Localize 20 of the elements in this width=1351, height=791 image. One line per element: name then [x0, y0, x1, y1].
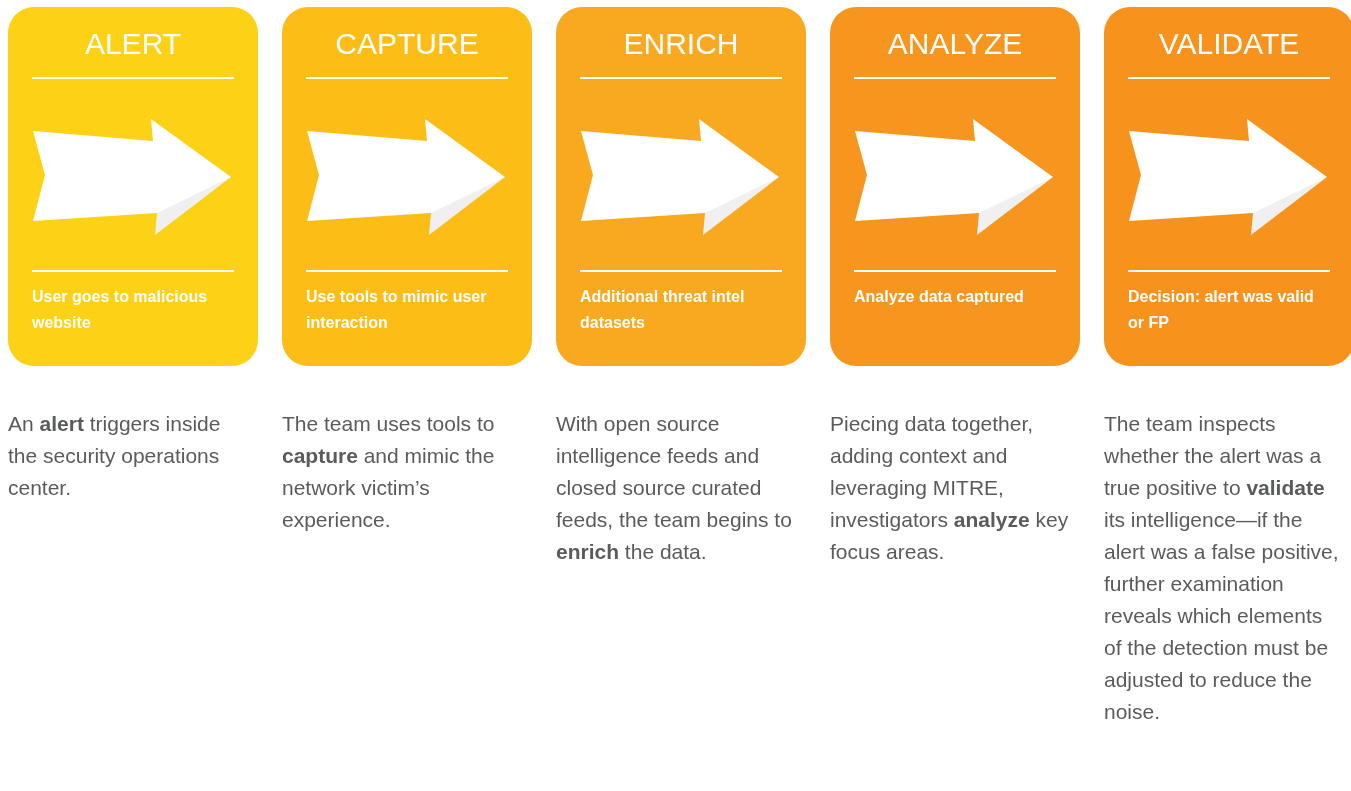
step-description: With open source intelligence feeds and closed source curated feeds, the team begins to enrich the data. — [556, 411, 793, 565]
step-title: VALIDATE — [1157, 27, 1301, 61]
step-description: Piecing data together, adding context and leveraging MITRE, investigators analyze key focus areas. — [830, 411, 1070, 565]
step-card — [556, 7, 806, 366]
step-description: An alert triggers inside the security operations center. — [8, 411, 222, 501]
step-card — [282, 7, 532, 366]
step-card — [830, 7, 1080, 366]
step-summary: Analyze data captured — [854, 287, 1025, 307]
step-title: ALERT — [83, 27, 183, 61]
step-summary: User goes to malicious website — [32, 287, 209, 333]
step-summary: Decision: alert was valid or FP — [1128, 287, 1315, 333]
step-description: The team uses tools to capture and mimic the network victim’s experience. — [282, 411, 496, 533]
step-summary: Use tools to mimic user interaction — [306, 287, 488, 333]
step-card — [1104, 7, 1351, 366]
step-summary: Additional threat intel datasets — [580, 287, 746, 333]
step-title: ENRICH — [622, 27, 740, 61]
step-description: The team inspects whether the alert was a true positive to validate its intelligence—if the alert was a false positive, further examination reveals which elements of the detection must be adjusted to reduce the noise. — [1104, 411, 1340, 725]
step-title: CAPTURE — [334, 27, 480, 61]
step-card — [8, 7, 258, 366]
step-title: ANALYZE — [886, 27, 1024, 61]
